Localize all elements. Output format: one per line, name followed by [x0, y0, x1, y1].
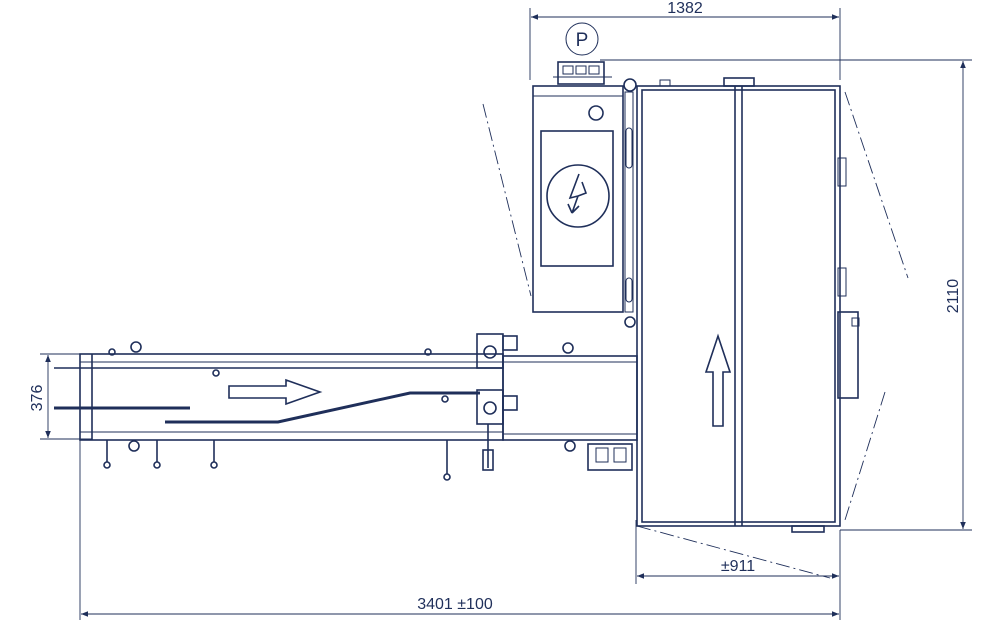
arrow-up-icon	[704, 333, 732, 427]
dim-label-total-length: 3401 ±100	[417, 596, 493, 613]
lightning-bolt-glyph	[567, 173, 588, 214]
dim-label-height: 2110	[945, 279, 962, 314]
infeed-conveyor	[54, 341, 504, 481]
dimension-lines	[40, 8, 972, 620]
p-marker-label: P	[576, 30, 589, 51]
dim-label-top-width: 1382	[667, 0, 703, 17]
dim-label-conveyor-width: 376	[29, 385, 46, 412]
lightning-bolt-icon	[546, 164, 610, 228]
arrow-right-icon	[228, 378, 323, 406]
electrical-cabinet	[482, 61, 634, 313]
dim-label-module-width: ±911	[721, 558, 755, 575]
p-marker: P	[565, 22, 599, 56]
transfer-section	[476, 333, 638, 471]
main-module	[623, 77, 909, 579]
